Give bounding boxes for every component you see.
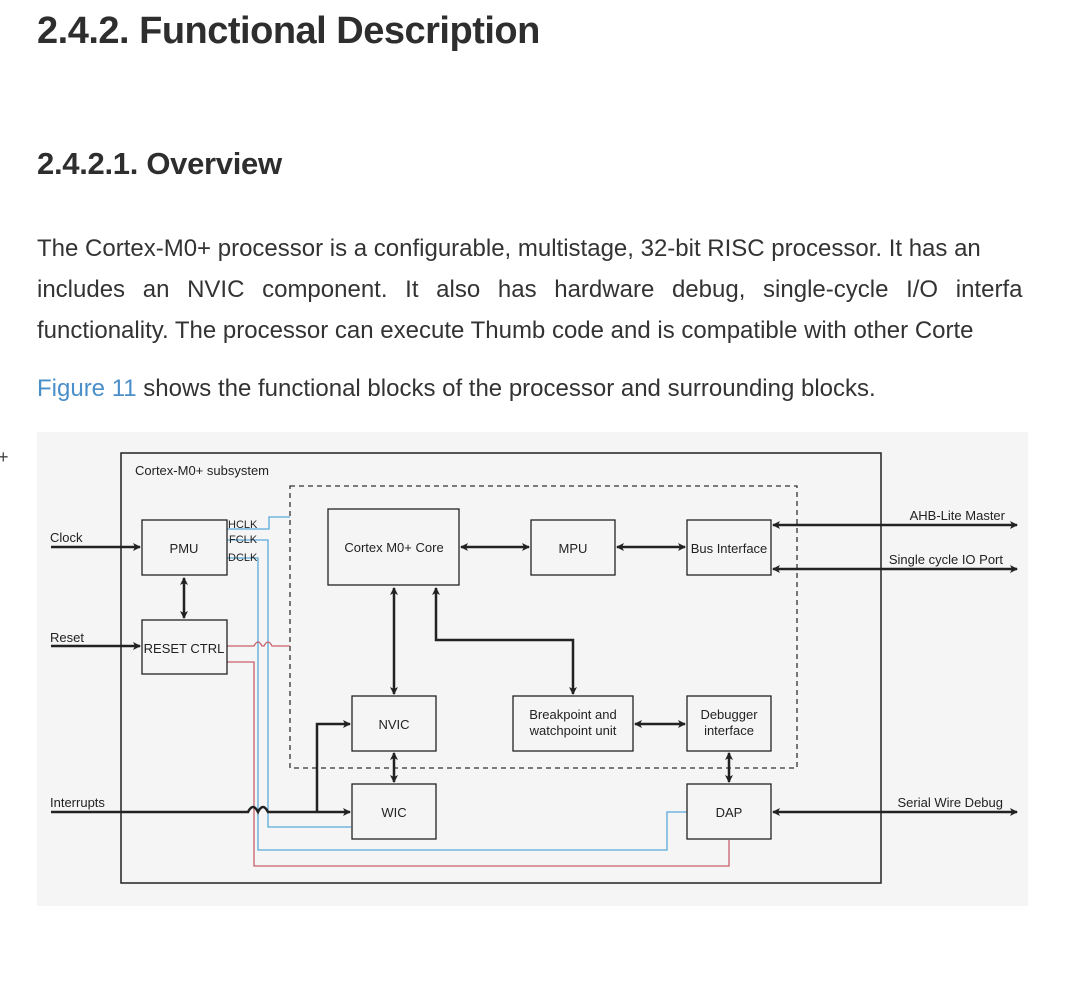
fclk-wire	[227, 539, 351, 828]
breakpoint-label-line1: Breakpoint and	[529, 707, 616, 722]
debugger-label-line2: interface	[704, 723, 754, 738]
paragraph-line: The Cortex-M0+ processor is a configurab…	[37, 235, 981, 262]
reset-ctrl-block	[141, 619, 228, 675]
clock-wires	[227, 516, 687, 851]
core-block	[327, 508, 460, 586]
wic-label: WIC	[381, 805, 406, 820]
interrupts-to-wic-arrow	[51, 805, 351, 816]
reset-to-processor-wire	[227, 641, 290, 647]
subsystem-boundary	[120, 452, 882, 884]
mpu-block	[530, 519, 616, 576]
swd-label: Serial Wire Debug	[898, 795, 1004, 810]
core-breakpoint-arrow	[432, 587, 577, 695]
nvic-block	[351, 695, 437, 752]
mpu-label: MPU	[559, 541, 588, 556]
io-port-label: Single cycle IO Port	[889, 552, 1004, 567]
debugger-interface-block	[686, 695, 772, 752]
figure-reference-text: shows the functional blocks of the proce…	[136, 375, 876, 402]
figure-11-link[interactable]: Figure 11	[37, 375, 137, 402]
subsection-heading: 2.4.2.1. Overview	[37, 146, 282, 181]
paragraph-line: functionality. The processor can execute…	[37, 317, 974, 344]
dclk-label: DCLK	[228, 552, 258, 564]
interrupts-input-label: Interrupts	[50, 795, 105, 810]
dclk-wire	[227, 557, 687, 851]
bus-interface-label: Bus Interface	[691, 541, 768, 556]
breakpoint-block	[512, 695, 634, 752]
figure-reference-paragraph: Figure 11 shows the functional blocks of…	[37, 371, 876, 407]
interrupts-to-nvic-arrow	[315, 720, 351, 812]
core-label: Cortex M0+ Core	[344, 540, 443, 555]
paragraph-line: includes an NVIC component. It also has …	[37, 276, 1023, 303]
pmu-block	[141, 519, 228, 576]
breakpoint-label-line2: watchpoint unit	[529, 723, 617, 738]
subsystem-label: Cortex-M0+ subsystem	[135, 463, 269, 478]
section-heading: 2.4.2. Functional Description	[37, 10, 540, 52]
reset-to-dap-wire	[227, 661, 730, 867]
sidebar-fragment: +	[0, 447, 9, 467]
nvic-label: NVIC	[378, 717, 409, 732]
block-diagram-figure: Cortex-M0+ subsystem PMU RESET CTRL Cort…	[37, 432, 1028, 906]
ahb-label: AHB-Lite Master	[910, 508, 1006, 523]
fclk-label: FCLK	[229, 534, 258, 546]
dap-label: DAP	[716, 805, 743, 820]
wic-block	[351, 783, 437, 840]
hclk-label: HCLK	[228, 519, 258, 531]
block-diagram: Cortex-M0+ subsystem PMU RESET CTRL Cort…	[50, 452, 1018, 884]
debugger-label-line1: Debugger	[700, 707, 758, 722]
reset-input-label: Reset	[50, 630, 84, 645]
processor-boundary	[289, 485, 798, 769]
reset-wires	[227, 641, 730, 867]
overview-paragraph: The Cortex-M0+ processor is a configurab…	[37, 228, 1082, 351]
reset-ctrl-label: RESET CTRL	[144, 641, 225, 656]
hclk-wire	[227, 516, 290, 530]
pmu-label: PMU	[170, 541, 199, 556]
bus-interface-block	[686, 519, 772, 576]
clock-input-label: Clock	[50, 530, 83, 545]
dap-block	[686, 783, 772, 840]
